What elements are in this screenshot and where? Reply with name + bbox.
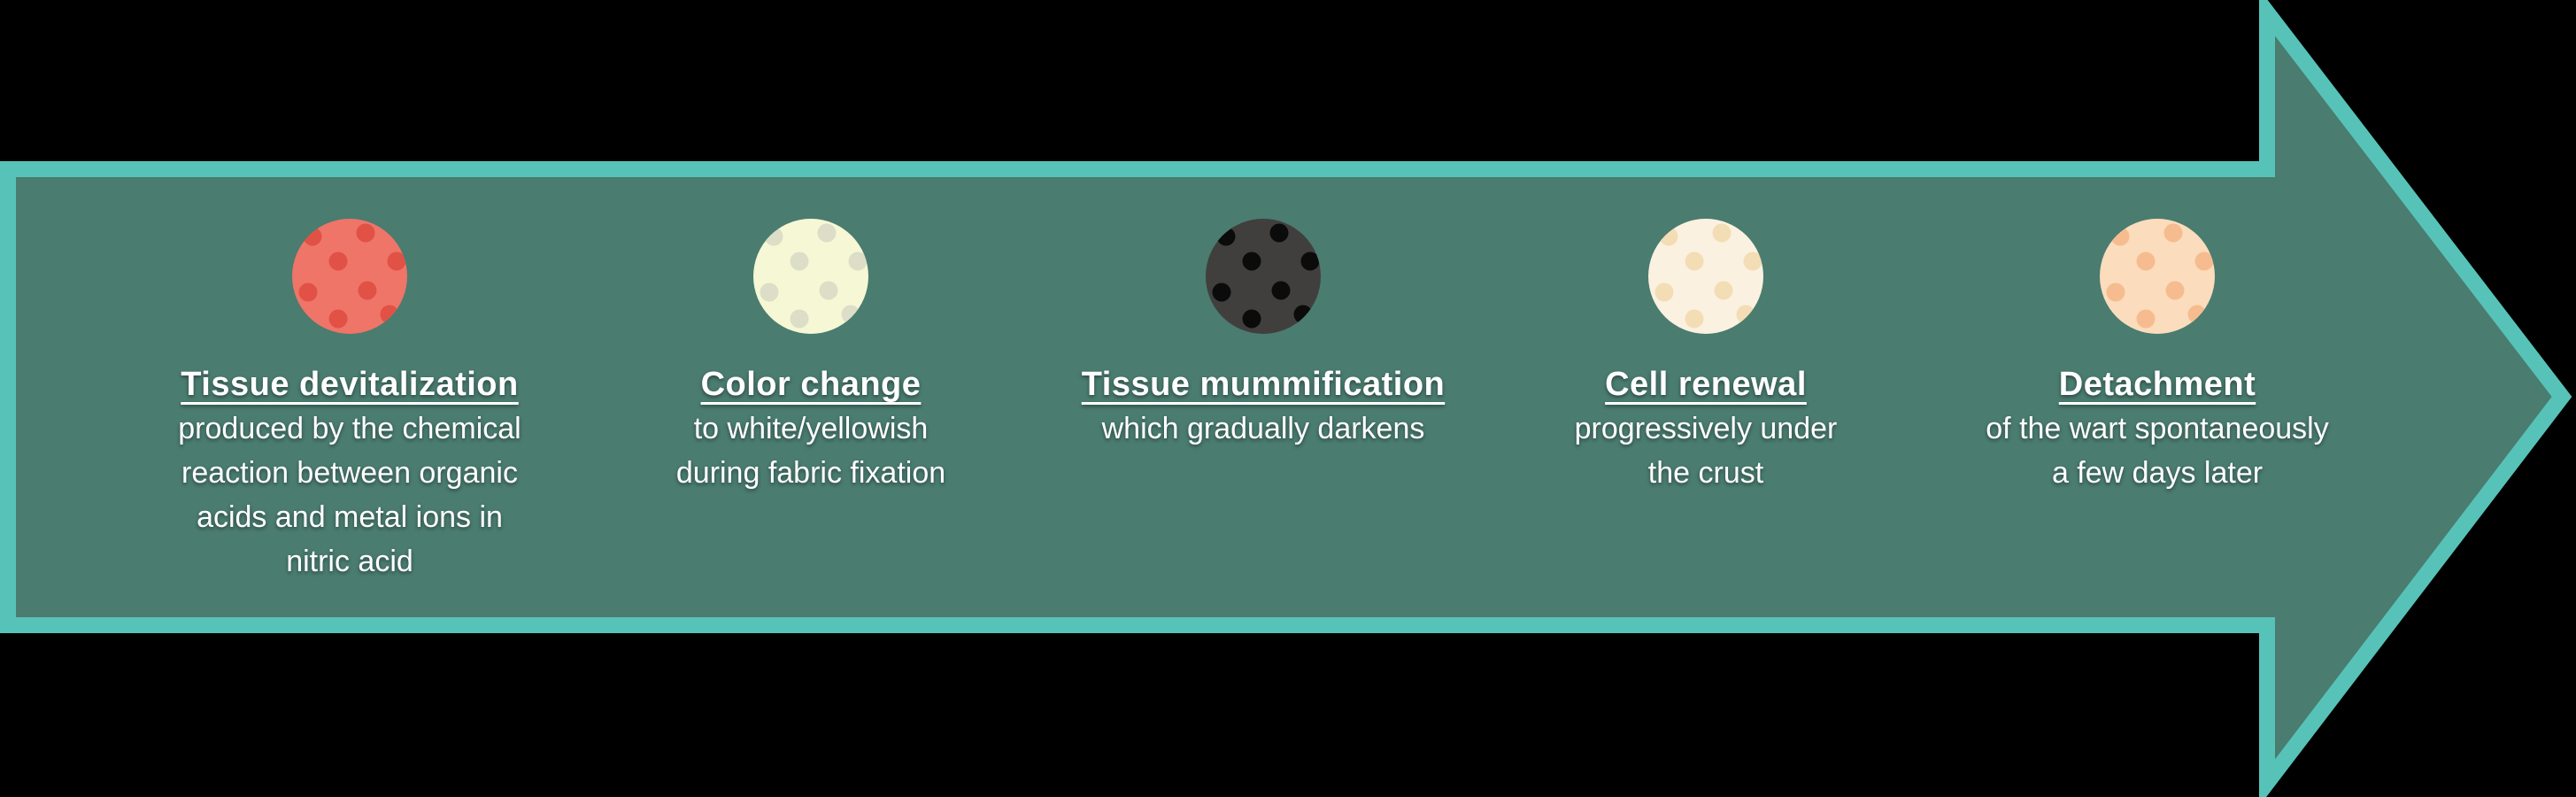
stage-description-line: acids and metal ions in [197,500,503,534]
stage-title: Detachment [2058,366,2256,403]
wart-dark-gray-dotted-circle-icon [1206,219,1321,334]
stage-description-line: reaction between organic [181,456,518,490]
stage-description-line: which gradually darkens [1101,412,1425,445]
stage-title: Cell renewal [1605,366,1807,403]
stage-section-tissue-devitalization: Tissue devitalization produced by the ch… [120,219,580,584]
wart-cream-dotted-circle-icon [1648,219,1763,334]
stage-description-line: during fabric fixation [675,456,946,490]
stage-title: Color change [700,366,922,403]
stage-description-line: a few days later [2051,456,2264,490]
stage-description-line: progressively under [1574,412,1838,445]
stage-title: Tissue mummification [1081,366,1446,403]
wart-peach-dotted-circle-icon [2100,219,2215,334]
stage-section-cell-renewal: Cell renewal progressively under the cru… [1476,219,1936,495]
stage-title: Tissue devitalization [181,366,519,403]
stage-section-color-change: Color change to white/yellowish during f… [581,219,1041,495]
wart-red-dotted-circle-icon [292,219,407,334]
stage-section-detachment: Detachment of the wart spontaneously a f… [1927,219,2387,495]
stage-description-line: produced by the chemical [178,412,521,445]
wart-pale-yellow-dotted-circle-icon [753,219,868,334]
stage-description-line: the crust [1647,456,1764,490]
stage-description-line: nitric acid [286,545,413,578]
stage-section-tissue-mummification: Tissue mummification which gradually dar… [1033,219,1493,451]
stage-description-line: of the wart spontaneously [1986,412,2329,445]
stage-description-line: to white/yellowish [693,412,929,445]
